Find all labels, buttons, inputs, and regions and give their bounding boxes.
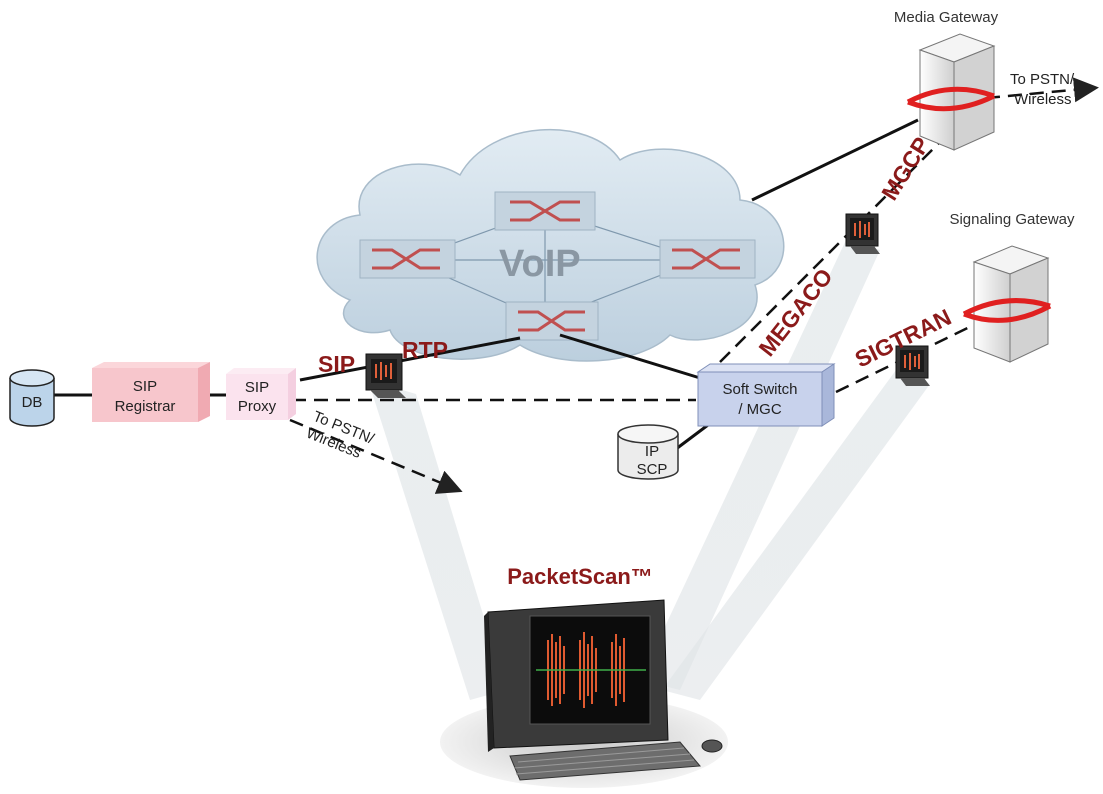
to-pstn-left: To PSTN/ Wireless: [304, 408, 377, 462]
voip-label: VoIP: [499, 243, 581, 285]
to-pstn-top-line-1: To PSTN/: [1010, 71, 1075, 88]
protocol-mgcp-label: MGCP: [876, 132, 935, 204]
beam-sip-probe: [368, 380, 506, 700]
packetscan-waveform-icon: [536, 632, 646, 708]
mouse-icon: [701, 739, 723, 753]
beam-sigtran-probe: [662, 370, 930, 700]
router-left-icon: [359, 239, 456, 279]
protocol-sip-label: SIP: [318, 351, 355, 377]
router-bottom-icon: [505, 301, 599, 341]
packetscan-label: PacketScan™: [507, 564, 653, 589]
sip-registrar-label-2: Registrar: [115, 398, 176, 415]
sip-proxy-label-2: Proxy: [238, 398, 277, 415]
packetscan-analyzer: PacketScan™: [440, 564, 728, 788]
signaling-gateway-ring-icon: [962, 298, 1052, 323]
db-node: DB: [9, 369, 55, 427]
protocol-rtp-label: RTP: [402, 337, 448, 363]
sip-proxy-label-1: SIP: [245, 379, 269, 396]
signaling-gateway-server: Signaling Gateway: [949, 211, 1075, 363]
media-gateway-ring-icon: [906, 86, 996, 112]
sip-registrar-node: SIP Registrar: [92, 362, 210, 422]
soft-switch-node: Soft Switch / MGC: [696, 363, 836, 427]
router-right-icon: [659, 239, 756, 279]
media-gateway-label: Media Gateway: [894, 9, 999, 26]
soft-switch-label-1: Soft Switch: [722, 381, 797, 398]
ip-scp-label-1: IP: [645, 443, 659, 460]
ip-scp-label-2: SCP: [637, 461, 668, 478]
probe-megaco-icon: [845, 213, 880, 254]
probe-sip-icon: [365, 353, 406, 398]
probe-sigtran-icon: [895, 345, 930, 386]
media-gateway-server: Media Gateway To PSTN/ Wireless: [894, 9, 1075, 151]
db-label: DB: [22, 394, 43, 411]
voip-cloud: VoIP: [316, 128, 785, 362]
monitoring-beams: [368, 240, 930, 700]
to-pstn-top-line-2: Wireless: [1014, 91, 1072, 108]
soft-switch-label-2: / MGC: [738, 401, 781, 418]
sip-proxy-node: SIP Proxy: [226, 368, 296, 420]
router-top-icon: [494, 191, 596, 231]
signaling-gateway-label: Signaling Gateway: [949, 211, 1075, 228]
beam-megaco-probe: [640, 240, 880, 690]
sip-registrar-label-1: SIP: [133, 378, 157, 395]
dashed-links: [289, 77, 1099, 494]
ip-scp-node: IP SCP: [617, 424, 679, 480]
